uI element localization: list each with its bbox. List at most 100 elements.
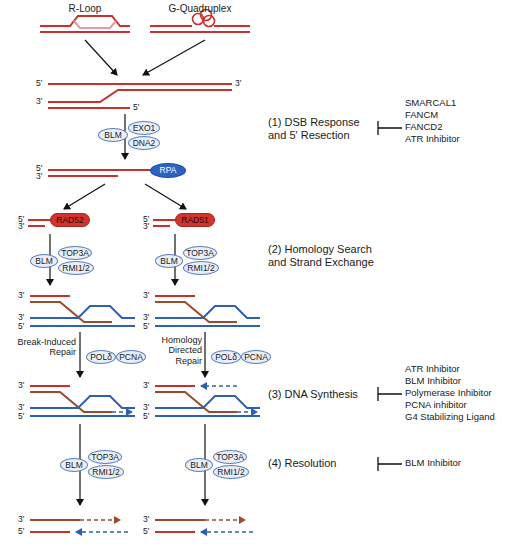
strand-end-label: 3' (143, 313, 149, 322)
protein-name: DNA2 (133, 139, 156, 148)
template-strand (155, 306, 260, 318)
dna-strand (30, 531, 70, 533)
strand-end-label: 3' (235, 79, 241, 88)
protein-name: TOP3A (91, 453, 119, 462)
template-strand (155, 396, 260, 408)
protein-name: BLM (65, 461, 82, 470)
protein-oval: TOP3A (88, 450, 122, 464)
d-loop-synthesis (155, 386, 260, 416)
strand-end-label: 5' (18, 527, 24, 536)
template-strand (155, 415, 260, 417)
strand-end-label: 5' (18, 412, 24, 421)
dna-strand (155, 385, 195, 387)
protein-oval: TOP3A (183, 246, 217, 260)
new-synthesis (112, 411, 132, 413)
protein-oval: TOP3A (213, 450, 247, 464)
dna-strand (153, 225, 170, 227)
template-strand (30, 306, 135, 318)
protein-oval: BLM (185, 458, 213, 472)
dna-strand (48, 169, 152, 171)
d-loop (155, 296, 260, 326)
dna-strand (28, 219, 52, 221)
resolved-product (30, 520, 128, 532)
flow-arrow (145, 184, 186, 209)
flow-arrow (85, 40, 117, 75)
dna-strand (150, 25, 192, 27)
template-strand (30, 415, 135, 417)
strand-end-label: 3' (36, 97, 42, 106)
inhibitor-label: FANCM (405, 110, 438, 120)
inhibition-bar (378, 387, 402, 401)
dna-strand (40, 16, 130, 26)
strand-end-label: 3' (18, 403, 24, 412)
protein-oval: PCNA (241, 350, 271, 364)
new-synthesis (205, 519, 245, 521)
recombinase-protein: RAD51 (175, 213, 215, 227)
protein-name: TOP3A (216, 453, 244, 462)
inhibitor-label: PCNA inhibitor (405, 400, 467, 410)
protein-oval: BLM (155, 254, 183, 268)
dna-strand (214, 25, 250, 27)
inhibitor-label: SMARCAL1 (405, 98, 456, 108)
step-label: (3) DNA Synthesis (268, 388, 378, 401)
strand-end-label: 3' (18, 381, 24, 390)
protein-oval: POLδ (86, 350, 116, 364)
protein-name: BLM (35, 257, 52, 266)
structure-label: R-Loop (55, 3, 115, 15)
strand-end-label: 3' (143, 381, 149, 390)
pathway-label: Break-Induced Repair (10, 337, 76, 358)
protein-name: TOP3A (61, 249, 89, 258)
inhibitor-label: Polymerase Inhibitor (405, 388, 492, 398)
dna-strand (155, 531, 195, 533)
protein-name: RAD52 (56, 216, 83, 225)
strand-end-label: 5' (18, 322, 24, 331)
dna-strand (48, 175, 118, 177)
flow-arrow (79, 332, 80, 377)
inhibitor-label: ATR Inhibitor (405, 134, 460, 144)
inhibitor-label: BLM Inhibitor (405, 376, 461, 386)
dna-strand (153, 219, 177, 221)
inhibitor-label: ATR Inhibitor (405, 364, 460, 374)
protein-name: POLδ (215, 353, 237, 362)
protein-oval: TOP3A (58, 246, 92, 260)
structure-label: G-Quadruplex (155, 3, 245, 15)
protein-name: RMI1/2 (187, 264, 214, 273)
protein-oval: PCNA (116, 350, 146, 364)
flow-arrow (64, 184, 105, 209)
protein-oval: POLδ (211, 350, 241, 364)
dna-strand (30, 385, 70, 387)
rpa-protein: RPA (150, 163, 186, 178)
template-strand (155, 325, 260, 327)
protein-oval: RMI1/2 (213, 465, 249, 479)
new-synthesis (76, 531, 128, 533)
dna-strand (155, 519, 205, 521)
protein-name: RMI1/2 (217, 468, 244, 477)
strand-end-label: 3' (143, 515, 149, 524)
recombinase-protein: RAD52 (50, 213, 90, 227)
protein-name: RAD51 (181, 216, 208, 225)
protein-oval: BLM (30, 254, 58, 268)
protein-name: PCNA (119, 353, 143, 362)
new-synthesis (237, 411, 257, 413)
d-loop (30, 296, 135, 326)
rna-strand (74, 21, 116, 28)
protein-oval: BLM (98, 128, 128, 142)
strand-end-label: 3' (18, 222, 24, 231)
strand-end-label: 3' (18, 313, 24, 322)
protein-oval: DNA2 (128, 136, 160, 150)
protein-name: RPA (160, 166, 177, 175)
new-synthesis (80, 519, 120, 521)
dna-strand (30, 295, 70, 297)
protein-oval: RMI1/2 (58, 261, 94, 275)
protein-name: RMI1/2 (92, 468, 119, 477)
protein-name: BLM (160, 257, 177, 266)
strand-end-label: 3' (143, 291, 149, 300)
strand-end-label: 3' (143, 222, 149, 231)
inhibitor-label: BLM Inhibitor (405, 458, 461, 468)
strand-end-label: 3' (143, 403, 149, 412)
resolved-product (155, 520, 253, 532)
strand-end-label: 5' (133, 103, 139, 112)
protein-name: TOP3A (186, 249, 214, 258)
protein-name: EXO1 (133, 124, 156, 133)
